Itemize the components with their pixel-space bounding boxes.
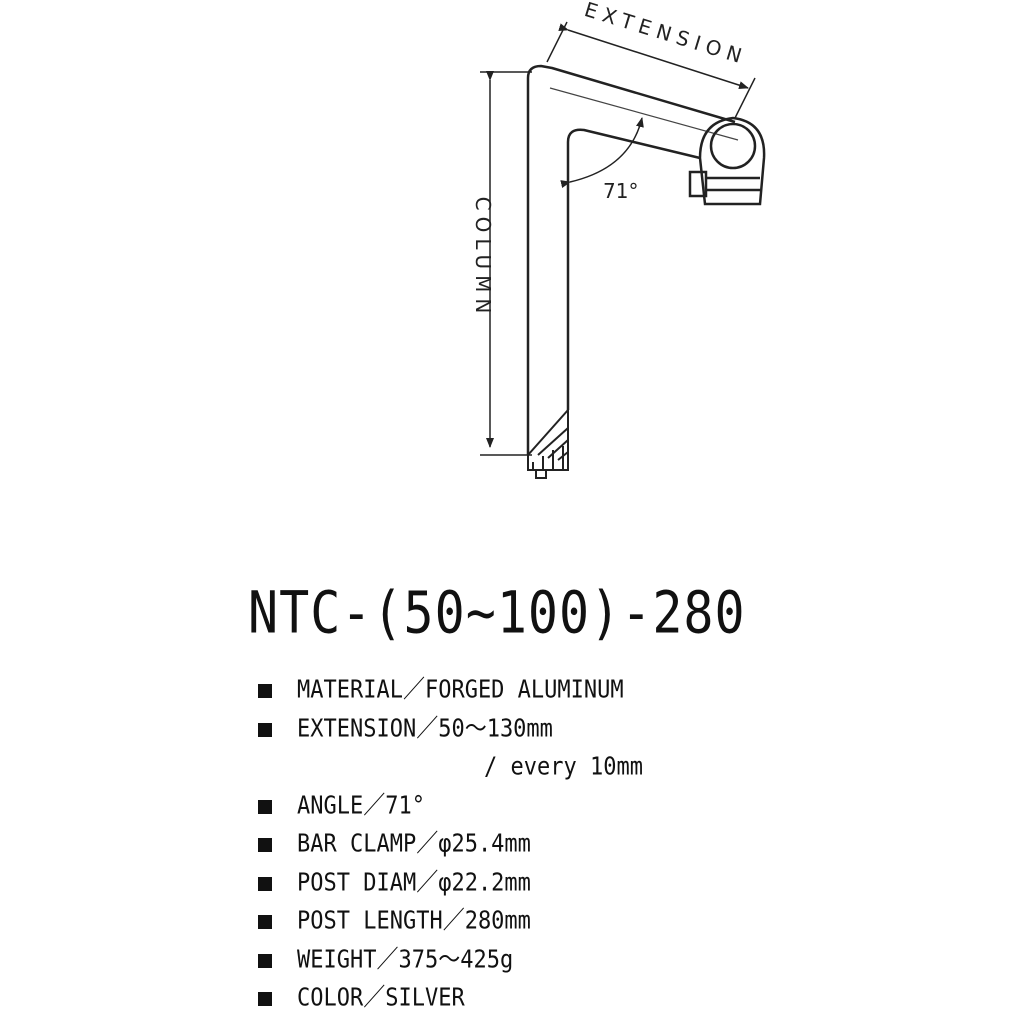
spec-post-diam-text: POST DIAM／φ22.2mm	[297, 868, 531, 897]
extension-dimension	[546, 21, 756, 119]
square-bullet-icon	[258, 799, 272, 814]
expander-wedge	[527, 407, 569, 479]
spec-weight: WEIGHT／375～425g	[258, 942, 643, 981]
square-bullet-icon	[258, 684, 272, 699]
column-label: COLUMN	[471, 197, 495, 320]
spec-bar-clamp: BAR CLAMP／φ25.4mm	[258, 826, 643, 865]
angle-label: 71°	[603, 179, 638, 203]
model-number: NTC-(50~100)-280	[248, 579, 746, 647]
spec-post-length: POST LENGTH／280mm	[258, 903, 643, 942]
spec-material-text: MATERIAL／FORGED ALUMINUM	[297, 676, 624, 705]
angle-arc	[560, 117, 644, 188]
stem-technical-drawing: COLUMN EXTENSION 71°	[471, 0, 766, 479]
spec-material: MATERIAL／FORGED ALUMINUM	[258, 672, 643, 711]
square-bullet-icon	[258, 722, 272, 737]
spec-post-diam: POST DIAM／φ22.2mm	[258, 865, 643, 904]
spec-extension-text: EXTENSION／50～130mm	[297, 714, 553, 743]
square-bullet-icon	[258, 992, 272, 1007]
square-bullet-icon	[258, 838, 272, 853]
spec-color: COLOR／SILVER	[258, 980, 643, 1019]
square-bullet-icon	[258, 953, 272, 968]
bar-clamp	[688, 116, 766, 206]
spec-extension: EXTENSION／50～130mm	[258, 711, 643, 750]
spec-angle-text: ANGLE／71°	[297, 791, 425, 820]
column-dimension	[480, 71, 532, 456]
spec-angle: ANGLE／71°	[258, 788, 643, 827]
spec-bar-clamp-text: BAR CLAMP／φ25.4mm	[297, 830, 531, 859]
spec-extension-step: / every 10mm	[258, 749, 643, 788]
spec-extension-step-text: / every 10mm	[484, 753, 643, 782]
spec-weight-text: WEIGHT／375～425g	[297, 945, 514, 974]
spec-post-length-text: POST LENGTH／280mm	[297, 907, 531, 936]
square-bullet-icon	[258, 915, 272, 930]
extension-label: EXTENSION	[582, 0, 751, 70]
spec-list: MATERIAL／FORGED ALUMINUM EXTENSION／50～13…	[258, 672, 643, 1019]
stem-body	[526, 64, 736, 455]
spec-color-text: COLOR／SILVER	[297, 984, 465, 1013]
square-bullet-icon	[258, 876, 272, 891]
